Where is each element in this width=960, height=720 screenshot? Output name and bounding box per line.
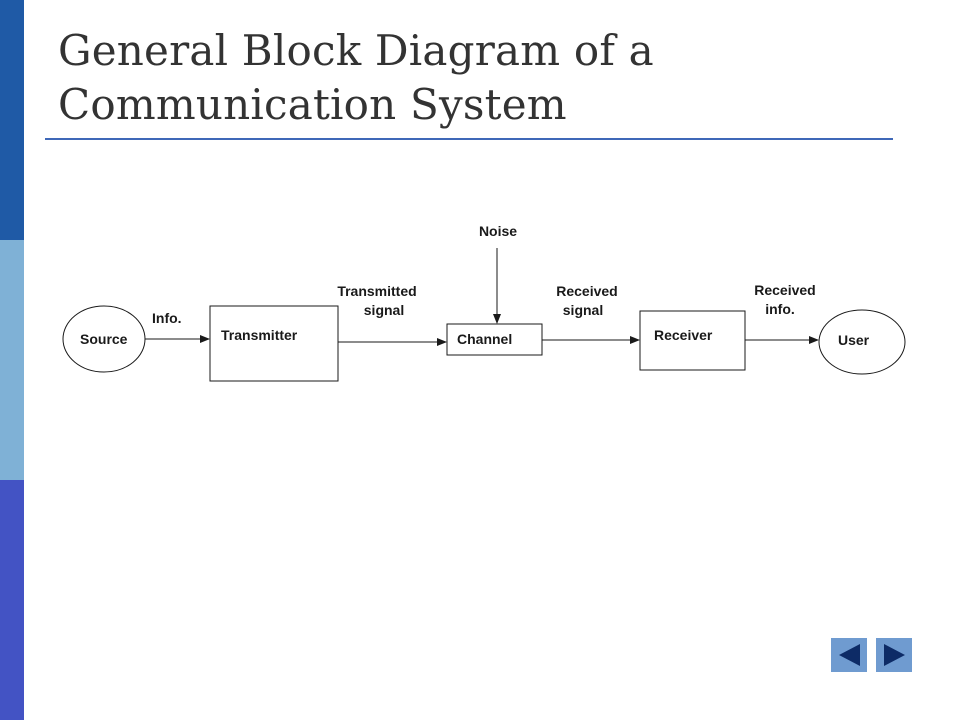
received-signal-label-line-2: signal [563, 302, 603, 318]
receiver-block [639, 310, 746, 371]
received-info-label-line-1: Received [754, 282, 815, 298]
channel-label: Channel [457, 331, 512, 347]
triangle-right-icon [884, 644, 905, 666]
title-underline [45, 138, 893, 140]
next-slide-button[interactable] [876, 638, 912, 672]
transmitted-signal-label-line-2: signal [364, 302, 404, 318]
previous-slide-button[interactable] [831, 638, 867, 672]
received-info-label-line-2: info. [765, 301, 795, 317]
user-label: User [838, 332, 870, 348]
sidebar-segment-middle [0, 240, 24, 480]
info-label: Info. [152, 310, 182, 326]
slide-title: General Block Diagram of a Communication… [58, 24, 888, 132]
triangle-left-icon [839, 644, 860, 666]
transmitter-label: Transmitter [221, 327, 298, 343]
user-node [818, 309, 906, 375]
sidebar-accent [0, 0, 24, 720]
slide-title-line-1: General Block Diagram of a [58, 26, 654, 75]
transmitter-block [209, 305, 339, 382]
sidebar-segment-bottom [0, 480, 24, 720]
noise-label: Noise [479, 223, 517, 239]
transmitted-signal-label-line-1: Transmitted [337, 283, 416, 299]
sidebar-segment-top [0, 0, 24, 240]
slide-title-line-2: Communication System [58, 80, 567, 129]
source-label: Source [80, 331, 128, 347]
received-signal-label-line-1: Received [556, 283, 617, 299]
receiver-label: Receiver [654, 327, 713, 343]
